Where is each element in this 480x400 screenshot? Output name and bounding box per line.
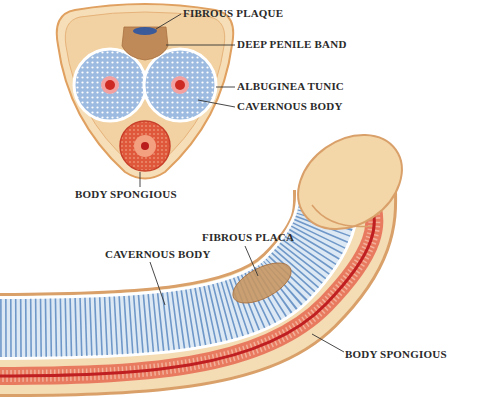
part-label: CAVERNOUS BODY [237,100,343,113]
cavernous-fill [0,190,328,328]
artery [105,80,115,90]
cavernous-body-shape [74,49,146,121]
cavernous-stripes [0,190,328,328]
artery-ring [171,76,189,94]
cross-section [57,4,233,179]
leader-line [166,45,235,46]
part-label: BODY SPONGIOUS [75,188,177,201]
deep-band-shape [122,27,168,60]
leader-line [216,87,235,88]
part-label: ALBUGINEA TUNIC [237,80,344,93]
cavernous-edge [0,190,328,328]
leader-line [245,246,258,276]
plaque-shape [133,27,157,35]
leader-line [198,100,235,107]
glans-shape [280,115,420,248]
leader-lines [140,14,344,352]
urethra [141,142,149,150]
part-label: CAVERNOUS BODY [105,248,211,261]
fascia-layer [65,12,224,169]
leader-line [312,334,344,352]
part-label: FIBROUS PLACA [202,231,294,244]
leader-line [156,14,181,29]
part-label: DEEP PENILE BAND [237,38,347,51]
cavernous-body-shape [144,49,216,121]
part-label: BODY SPONGIOUS [345,348,447,361]
urethra-ring [134,135,156,157]
skin-outline [57,4,233,179]
leader-line [150,262,165,305]
artery-ring [101,76,119,94]
spongious-body-shape [120,121,170,171]
artery [175,80,185,90]
side-view [0,115,420,376]
glans-rim [312,205,372,227]
leader-line [140,172,141,187]
plaque-shape [227,255,298,312]
part-label: FIBROUS PLAQUE [183,7,283,20]
